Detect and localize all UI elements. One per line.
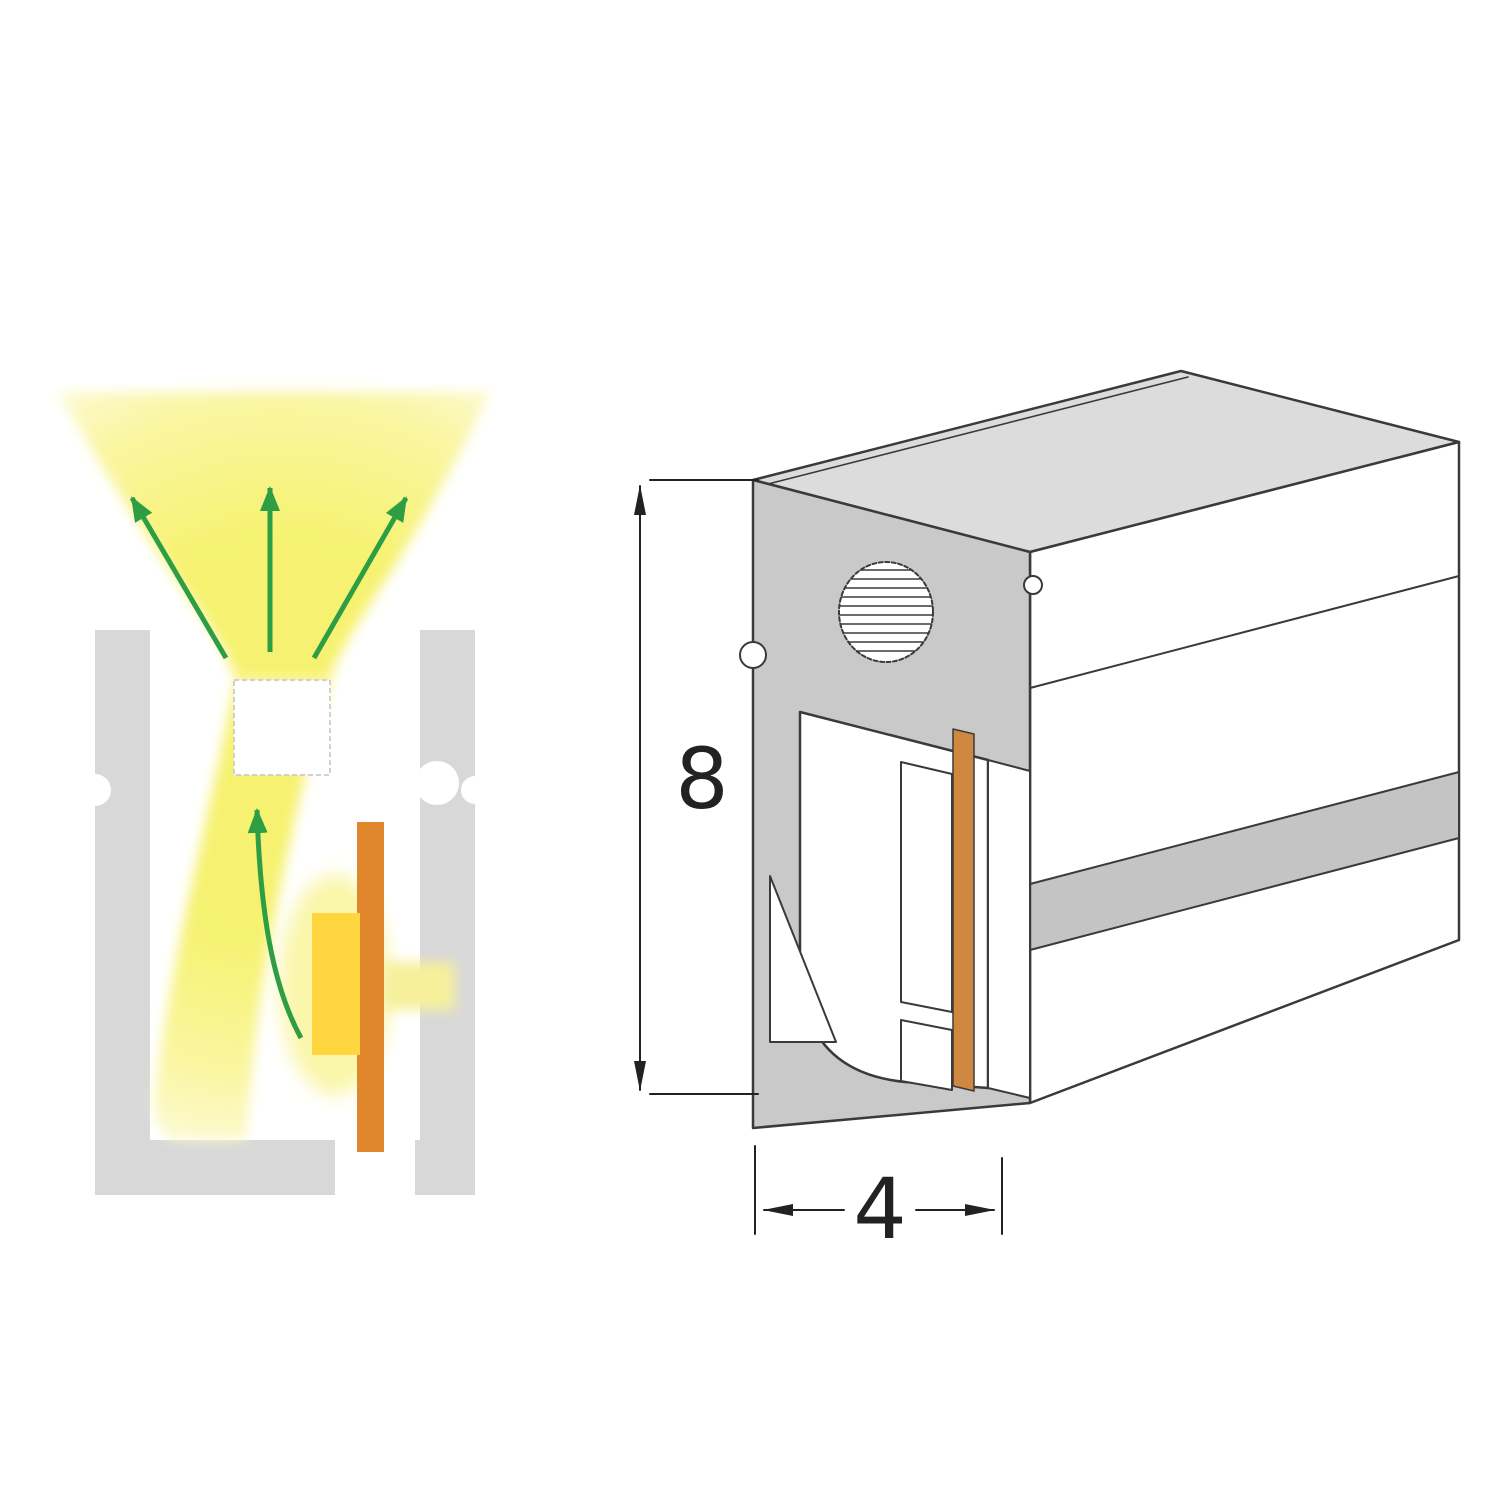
profile-left-wall [95,630,150,1195]
side-light-bar [383,962,455,1010]
top-face-shoulder-line [767,376,1189,485]
profile-right-wall [420,630,475,1195]
light-cone-upper [58,392,490,680]
tube-side-face [1028,440,1461,1105]
pcb-strip [357,822,384,1152]
side-face-groove-line [1029,575,1460,689]
led-chip [312,913,360,1055]
emission-arrow-right [311,496,409,660]
pcb-holder-upper [900,761,953,1013]
dimension-height-label: 8 [675,730,728,828]
profile-bottom-right [415,1140,475,1195]
emission-arrow-left [129,496,229,660]
front-edge-notch [739,641,767,669]
wall-cutout-triangle [769,875,837,1043]
diffuser-window [233,679,331,776]
pcb-strip-3d [952,728,975,1092]
emission-arrows [129,485,409,1040]
light-emission-diagram [58,392,490,1195]
width-dimension [754,1145,1003,1235]
light-column-lower [154,680,330,1140]
internal-light-path-arrow [247,808,304,1040]
right-mold-notch [461,776,489,804]
profile-3d-view: 8 4 [634,369,1461,1258]
height-dimension [634,479,759,1095]
profile-bottom-left [95,1140,335,1195]
right-inner-notch [415,761,459,805]
dimension-width-label: 4 [853,1160,906,1258]
cross-section-emitting-wall [987,759,1031,1099]
hollow-channel-outline [838,561,934,663]
side-edge-notch [1023,575,1043,595]
pcb-holder-lower [900,1019,953,1091]
left-mold-notch [79,774,111,806]
